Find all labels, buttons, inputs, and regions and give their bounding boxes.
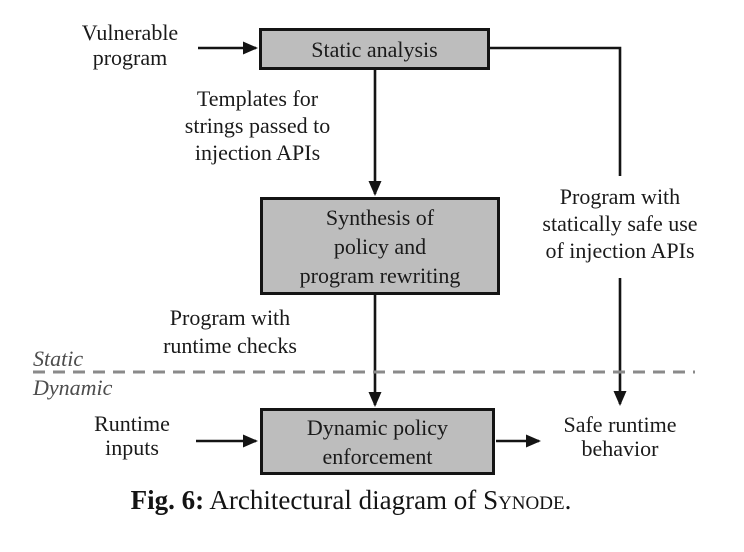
label-line: statically safe use <box>542 211 698 236</box>
label-line: of injection APIs <box>545 238 695 263</box>
label-safe-runtime-behavior: Safe runtime behavior <box>540 413 700 461</box>
label-line: runtime checks <box>163 333 297 358</box>
label-templates-for-injection-apis: Templates for strings passed to injectio… <box>150 85 365 166</box>
box-label: policy and <box>333 233 427 259</box>
label-line: behavior <box>581 436 659 461</box>
label-line: Vulnerable <box>81 20 179 45</box>
label-program-statically-safe: Program with statically safe use of inje… <box>505 183 735 264</box>
label-line: program <box>92 45 168 70</box>
caption-period: . <box>564 485 572 515</box>
label-line: injection APIs <box>194 140 321 165</box>
box-label: program rewriting <box>299 262 461 288</box>
box-label: Synthesis of <box>325 204 435 230</box>
label-line: Templates for <box>196 86 319 111</box>
box-dynamic-policy-enforcement: Dynamic policy enforcement <box>260 408 495 475</box>
label-phase-dynamic: Dynamic <box>33 375 113 400</box>
label-vulnerable-program: Vulnerable program <box>55 20 205 70</box>
label-program-runtime-checks: Program with runtime checks <box>140 304 320 360</box>
caption-system-name: Synode <box>483 485 565 515</box>
label-line: inputs <box>105 435 159 460</box>
box-static-analysis: Static analysis <box>259 28 490 70</box>
caption-figure-label: Fig. 6: <box>130 485 205 515</box>
box-synthesis-policy-rewriting: Synthesis of policy and program rewritin… <box>260 197 500 295</box>
connector-static-to-right-branch <box>490 46 622 176</box>
label-line: Program with <box>169 305 291 330</box>
box-label: Dynamic policy <box>306 414 449 440</box>
label-line: Safe runtime <box>563 412 677 437</box>
label-line: strings passed to <box>184 113 331 138</box>
figure-caption: Fig. 6: Architectural diagram of Synode. <box>0 484 702 516</box>
label-line: Program with <box>559 184 681 209</box>
label-runtime-inputs: Runtime inputs <box>62 412 202 460</box>
label-line: Runtime <box>94 411 170 436</box>
box-label: enforcement <box>322 443 433 469</box>
label-phase-static: Static <box>33 346 84 371</box>
box-label: Static analysis <box>311 36 438 62</box>
caption-text: Architectural diagram of <box>209 485 477 515</box>
